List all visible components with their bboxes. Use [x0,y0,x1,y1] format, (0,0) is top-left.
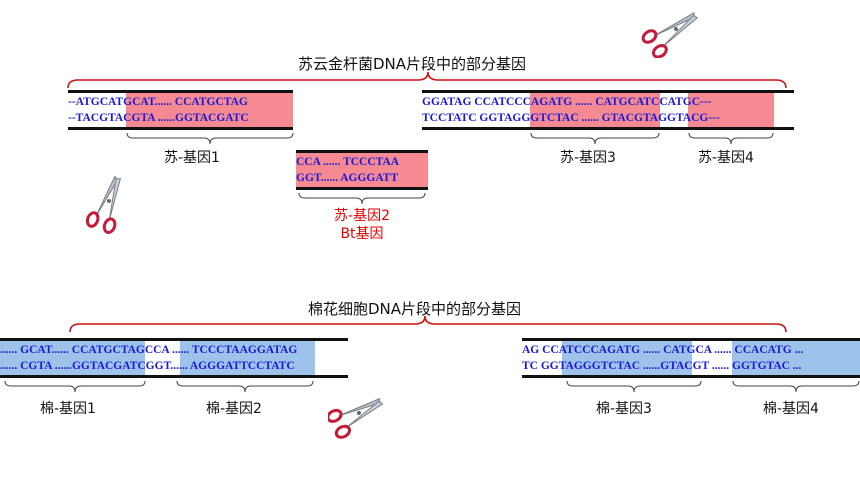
sequence-top: ...... GCAT...... CCATGCTAGCCA ...... TC… [0,344,298,356]
sequence-top: --ATGCATGCAT...... CCATGCTAG [68,96,248,108]
gene-label-su-2: 苏-基因2 [334,208,390,224]
highlight-region [0,341,145,375]
gene-label-mian-1: 棉-基因1 [40,401,96,417]
sequence-top: GGATAG CCATCCCAGATG ...... CATGCATCCATGC… [422,96,712,108]
sequence-bottom: ...... CGTA ......GGTACGATCGGT...... AGG… [0,360,295,372]
gene-brace [176,380,314,393]
highlight-region [530,93,660,127]
dna-backbone [522,375,860,378]
top-title: 苏云金杆菌DNA片段中的部分基因 [298,55,527,73]
bt-gene-fragment: CCA ...... TCCCTAA GGT...... AGGGATT [296,150,428,190]
dna-backbone [422,90,794,93]
dna-backbone [296,150,428,153]
gene-label-bt: Bt基因 [340,226,384,242]
gene-brace [732,380,860,393]
bottom-title: 棉花细胞DNA片段中的部分基因 [308,300,522,318]
top-right-dna-strand: GGATAG CCATCCCAGATG ...... CATGCATCCATGC… [422,90,794,130]
highlight-region [562,341,692,375]
gene-label-su-3: 苏-基因3 [560,150,616,166]
sequence-bottom: TC GGTAGGGTCTAC ......GTACGT ...... GGTG… [522,360,802,372]
sequence-top: CCA ...... TCCCTAA [296,156,400,168]
sequence-top: AG CCATCCCAGATG ...... CATGCA ...... CCA… [522,344,804,356]
gene-brace [298,192,426,205]
dna-backbone [522,338,860,341]
bt-gene-label: 苏-基因2 Bt基因 [318,207,406,243]
bottom-red-brace [69,315,787,333]
dna-backbone [68,90,293,93]
gene-brace [688,132,774,145]
dna-backbone [0,338,348,341]
scissors-icon [85,175,122,234]
gene-label-mian-2: 棉-基因2 [206,401,262,417]
scissors-icon [641,11,699,58]
sequence-bottom: GGT...... AGGGATT [296,172,399,184]
highlight-region [732,341,860,375]
gene-brace [4,380,146,393]
gene-label-su-1: 苏-基因1 [164,150,220,166]
gene-brace [126,132,294,145]
highlight-region [688,93,774,127]
highlight-region [296,153,428,187]
gene-label-mian-4: 棉-基因4 [763,401,819,417]
gene-brace [530,132,660,145]
sequence-bottom: TCCTATC GGTAGGGTCTAC ...... GTACGTAGGTAC… [422,112,720,124]
top-left-dna-strand: --ATGCATGCAT...... CCATGCTAG --TACGTACGT… [68,90,293,130]
dna-backbone [68,127,293,130]
bottom-left-dna-strand: ...... GCAT...... CCATGCTAGCCA ...... TC… [0,338,348,378]
gene-brace [566,380,702,393]
scissors-icon [328,397,384,439]
sequence-bottom: --TACGTACGTA ......GGTACGATC [68,112,249,124]
dna-backbone [422,127,794,130]
top-red-brace [67,71,787,89]
highlight-region [126,93,293,127]
gene-label-mian-3: 棉-基因3 [596,401,652,417]
highlight-region [180,341,315,375]
dna-backbone [0,375,348,378]
dna-backbone [296,187,428,190]
gene-label-su-4: 苏-基因4 [698,150,754,166]
bottom-right-dna-strand: AG CCATCCCAGATG ...... CATGCA ...... CCA… [522,338,860,378]
